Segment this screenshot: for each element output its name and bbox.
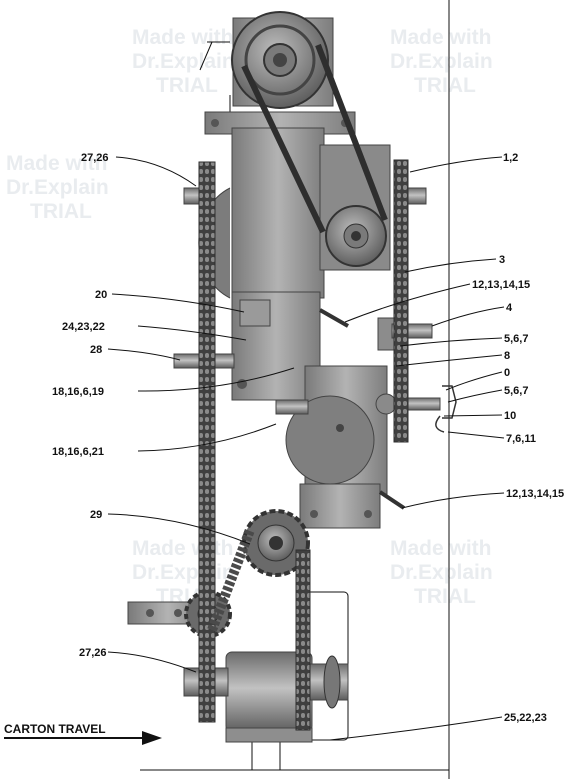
callout-labels: 27,26 1,2 3 12,13,14,15 20 4 24,23,22 5,… [52, 152, 564, 724]
sprocket-29 [242, 509, 310, 577]
watermark-tile: Made with Dr.Explain TRIAL [390, 26, 493, 97]
callout-29: 29 [90, 509, 102, 521]
leader-7-6-11 [447, 431, 505, 439]
leader-12-13-14-15-bottom [401, 492, 505, 509]
callout-18-16-6-19: 18,16,6,19 [52, 386, 104, 398]
callout-1-2: 1,2 [503, 152, 518, 164]
carton-travel-arrow-icon [142, 731, 162, 745]
watermark-tile: Made with Dr.Explain TRIAL [6, 152, 109, 223]
leader-4 [431, 306, 505, 327]
leader-29 [107, 513, 251, 545]
callout-5-6-7-top: 5,6,7 [504, 333, 528, 345]
bottom-roller [183, 651, 349, 743]
watermark-line-1: Made with [132, 26, 234, 49]
lower-pulley [325, 205, 387, 267]
callout-27-26-top: 27,26 [81, 152, 109, 164]
left-chain [198, 161, 216, 723]
callout-24-23-22: 24,23,22 [62, 321, 105, 333]
watermark-line-2: Dr.Explain [6, 176, 109, 199]
leader-0 [445, 371, 503, 391]
watermark-line-3: TRIAL [156, 74, 218, 97]
callout-8: 8 [504, 350, 510, 362]
leader-24-23-22 [137, 325, 247, 341]
watermark-tile: Made with Dr.Explain TRIAL [132, 26, 235, 97]
callout-27-26-bottom: 27,26 [79, 647, 107, 659]
callout-28: 28 [90, 344, 102, 356]
watermark-line-2: Dr.Explain [390, 50, 493, 73]
carton-travel-indicator: CARTON TRAVEL [4, 722, 162, 745]
watermark-line-3: TRIAL [414, 585, 476, 608]
callout-3: 3 [499, 254, 505, 266]
watermark-line-2: Dr.Explain [132, 50, 235, 73]
watermark-line-1: Made with [390, 26, 492, 49]
callout-20: 20 [95, 289, 107, 301]
leader-25-22-23 [329, 716, 503, 741]
leader-18-16-6-19 [137, 367, 295, 392]
watermark-tile: Made with Dr.Explain TRIAL [390, 537, 493, 608]
watermark-line-1: Made with [132, 537, 234, 560]
leader-8 [395, 354, 503, 367]
watermark-line-3: TRIAL [414, 74, 476, 97]
leader-18-16-6-21 [137, 423, 277, 452]
watermark-line-1: Made with [6, 152, 108, 175]
watermark-line-3: TRIAL [30, 200, 92, 223]
leader-27-26-top [115, 156, 197, 187]
callout-18-16-6-21: 18,16,6,21 [52, 446, 104, 458]
leader-12-13-14-15-top [344, 283, 471, 323]
leader-5-6-7-top [399, 337, 503, 347]
leader-20 [111, 293, 245, 313]
callout-12-13-14-15-top: 12,13,14,15 [472, 279, 530, 291]
callout-4: 4 [506, 302, 513, 314]
drive-belt [241, 43, 388, 234]
watermark-line-2: Dr.Explain [132, 561, 235, 584]
lower-gearbox [275, 365, 457, 529]
callout-0: 0 [504, 367, 510, 379]
right-chain-upper [393, 159, 409, 443]
leader-5-6-7-mid [447, 389, 503, 403]
callout-10: 10 [504, 410, 516, 422]
leader-28 [107, 348, 181, 361]
carton-travel-label: CARTON TRAVEL [4, 722, 106, 736]
watermark-line-1: Made with [390, 537, 492, 560]
watermark-line-2: Dr.Explain [390, 561, 493, 584]
chains [198, 159, 409, 731]
leader-10 [443, 414, 503, 417]
leader-lines [107, 156, 505, 741]
callout-5-6-7-mid: 5,6,7 [504, 385, 528, 397]
callout-25-22-23: 25,22,23 [504, 712, 547, 724]
leader-3 [404, 258, 497, 273]
callout-12-13-14-15-bottom: 12,13,14,15 [506, 488, 564, 500]
callout-7-6-11: 7,6,11 [506, 433, 536, 445]
leader-27-26-bottom [107, 651, 197, 673]
leader-1-2 [409, 156, 503, 173]
right-chain-lower [295, 549, 311, 731]
